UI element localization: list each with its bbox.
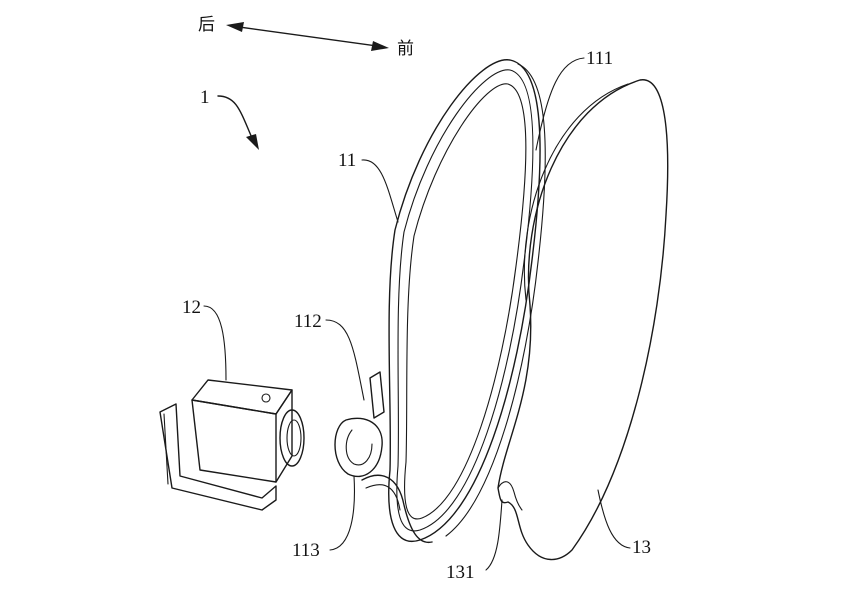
leader-ring-edge bbox=[535, 57, 585, 151]
cover-notch-shape bbox=[497, 481, 523, 511]
ring-frame bbox=[334, 59, 546, 543]
ring-flange bbox=[445, 63, 546, 537]
ring-outer-edge bbox=[388, 59, 541, 542]
leader-ring-tab bbox=[325, 319, 365, 401]
leader-lens-cover bbox=[597, 489, 631, 549]
label-ring-tab: 112 bbox=[294, 311, 322, 332]
leader-ring bbox=[361, 159, 399, 223]
ring-tab bbox=[369, 371, 385, 419]
label-ring: 11 bbox=[338, 150, 356, 171]
arrow-head-front bbox=[371, 41, 389, 51]
direction-arrow-line bbox=[231, 25, 385, 48]
direction-indicator: 后 前 bbox=[198, 15, 414, 59]
camera-lens bbox=[286, 419, 302, 457]
camera-lens-barrel bbox=[279, 409, 305, 467]
lens-cover-rim bbox=[523, 83, 629, 301]
camera-screw-hole bbox=[261, 393, 271, 403]
camera-front-face bbox=[191, 399, 277, 483]
back-label: 后 bbox=[198, 15, 215, 35]
front-label: 前 bbox=[397, 39, 414, 59]
camera-side-face bbox=[275, 389, 293, 483]
ring-hook bbox=[334, 417, 383, 478]
ring-hook-inner bbox=[345, 429, 373, 466]
ring-strap bbox=[361, 474, 433, 543]
label-ring-edge: 111 bbox=[586, 48, 613, 69]
camera-bracket-edge bbox=[163, 413, 169, 485]
camera-bracket bbox=[159, 403, 277, 511]
callouts: 11 111 112 113 12 13 131 bbox=[182, 48, 651, 583]
label-lens-cover: 13 bbox=[632, 537, 651, 558]
camera-module bbox=[159, 379, 305, 511]
leader-ring-hook bbox=[329, 475, 355, 551]
label-cover-notch: 131 bbox=[446, 562, 475, 583]
arrow-head-back bbox=[226, 22, 244, 32]
ring-inner-edge bbox=[404, 83, 527, 520]
leader-camera bbox=[203, 305, 227, 381]
label-camera: 12 bbox=[182, 297, 201, 318]
label-ring-hook: 113 bbox=[292, 540, 320, 561]
assembly-callout: 1 bbox=[200, 87, 259, 150]
assembly-arrow-head bbox=[246, 134, 259, 150]
leader-cover-notch bbox=[485, 499, 503, 571]
assembly-arrow-line bbox=[217, 95, 253, 139]
ring-strap-inner bbox=[365, 484, 401, 511]
ring-middle-edge bbox=[396, 69, 534, 532]
label-assembly: 1 bbox=[200, 87, 210, 108]
